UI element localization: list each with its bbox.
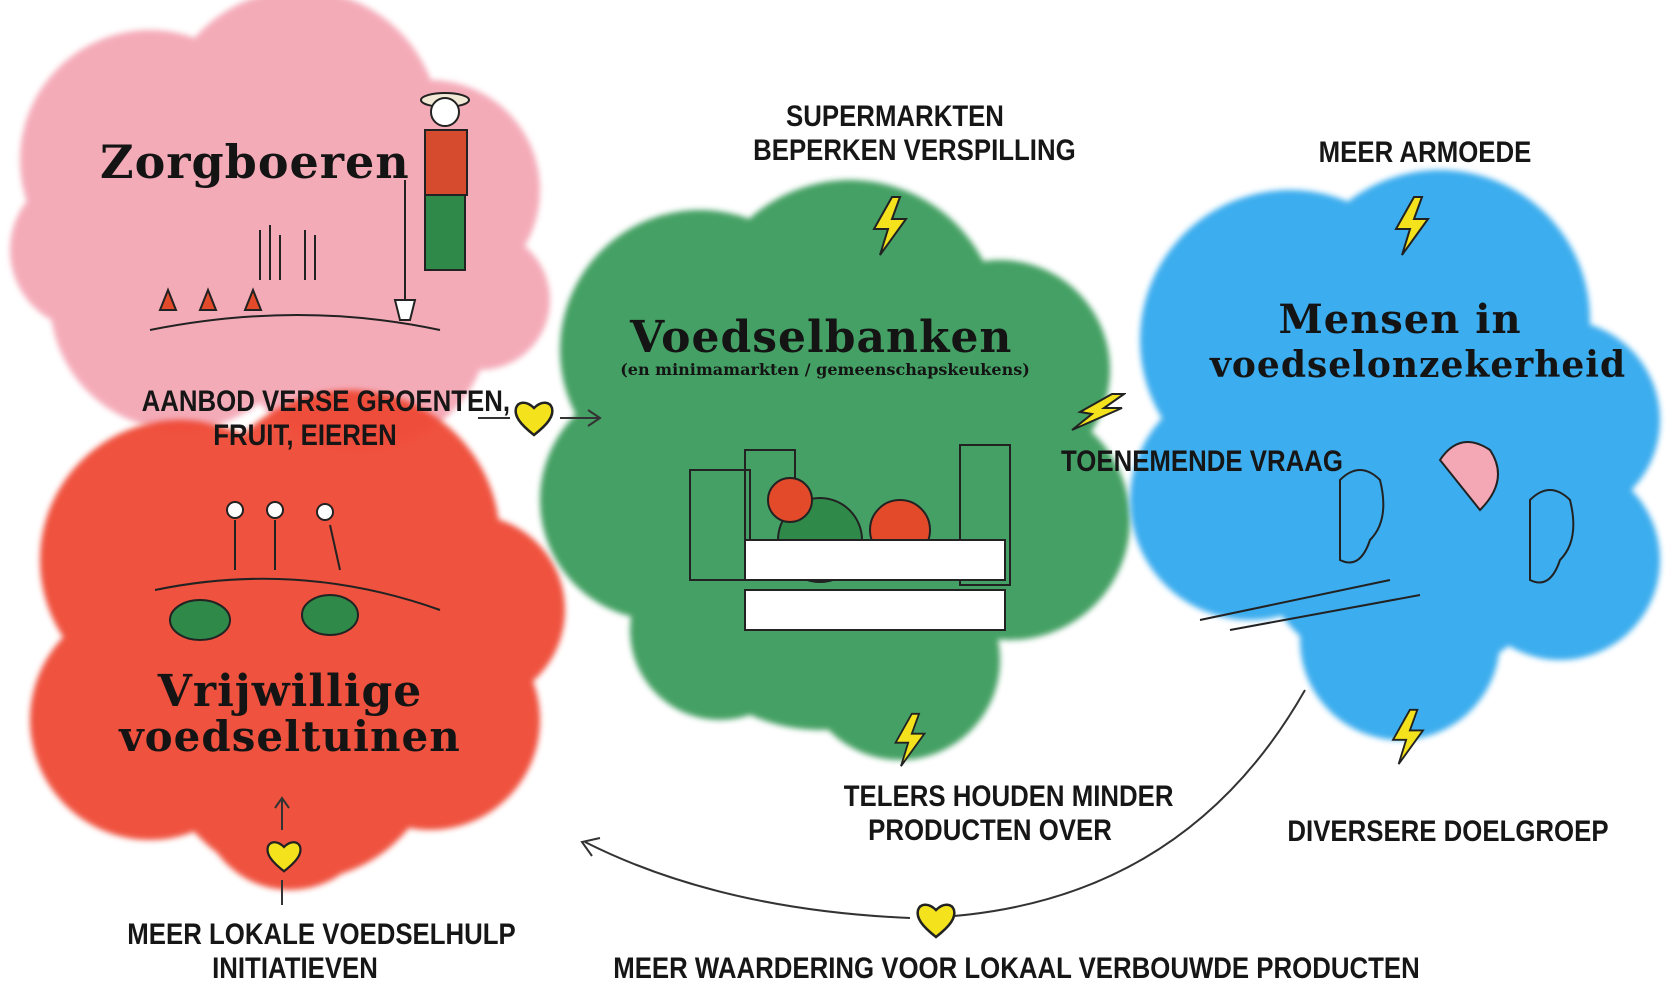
gardeners-illustration bbox=[154, 501, 441, 641]
voedselbanken-cloud bbox=[540, 180, 1130, 760]
label-doelgroep: DIVERSERE DOELGROEP bbox=[1287, 815, 1609, 849]
label-supermarkten-line2: BEPERKEN VERSPILLING bbox=[753, 134, 1076, 167]
label-armoede-line1: MEER ARMOEDE bbox=[1318, 136, 1532, 169]
crate-illustration bbox=[689, 444, 1011, 631]
label-telers-line1: TELERS HOUDEN MINDER bbox=[843, 780, 1174, 813]
lightning-icon bbox=[1394, 196, 1430, 256]
label-waardering: MEER WAARDERING VOOR LOKAAL VERBOUWDE PR… bbox=[613, 952, 1420, 986]
voedselbanken-title: Voedselbanken bbox=[630, 312, 1013, 363]
heart-icon bbox=[266, 841, 302, 873]
heart-icon bbox=[514, 401, 554, 437]
lightning-icon bbox=[872, 196, 908, 256]
label-lokale-line2: INITIATIEVEN bbox=[212, 952, 378, 985]
voedselbanken-subtitle: (en minimamarkten / gemeenschapskeukens) bbox=[620, 360, 1030, 379]
lightning-icon bbox=[1071, 393, 1126, 431]
label-aanbod-line2: FRUIT, EIEREN bbox=[213, 419, 397, 452]
farmer-illustration bbox=[393, 92, 470, 321]
vrijwillige-cloud bbox=[30, 390, 565, 890]
label-aanbod: AANBOD VERSE GROENTEN, FRUIT, EIEREN bbox=[141, 385, 511, 453]
label-telers-line2: PRODUCTEN OVER bbox=[868, 814, 1112, 847]
vrijwillige-title-line2: voedseltuinen bbox=[119, 712, 461, 761]
mensen-title-line1: Mensen in bbox=[1278, 296, 1522, 343]
zorgboeren-cloud bbox=[10, 0, 550, 450]
mensen-cloud bbox=[1130, 170, 1660, 740]
label-telers: TELERS HOUDEN MINDER PRODUCTEN OVER bbox=[843, 780, 1174, 848]
mensen-title-line2: voedselonzekerheid bbox=[1210, 344, 1627, 386]
vrijwillige-title-line1: Vrijwillige bbox=[157, 666, 423, 717]
label-armoede: MEER ARMOEDE bbox=[1309, 136, 1541, 170]
label-waardering-line1: MEER WAARDERING VOOR LOKAAL VERBOUWDE PR… bbox=[613, 952, 1420, 985]
label-aanbod-line1: AANBOD VERSE GROENTEN, bbox=[141, 385, 511, 418]
label-lokale: MEER LOKALE VOEDSELHULP INITIATIEVEN bbox=[127, 918, 516, 986]
label-supermarkten: SUPERMARKTEN BEPERKEN VERSPILLING bbox=[753, 100, 1076, 168]
connector-arrows bbox=[274, 409, 1306, 919]
garden-rows-illustration bbox=[149, 225, 441, 331]
heart-icon bbox=[916, 903, 956, 939]
label-lokale-line1: MEER LOKALE VOEDSELHULP bbox=[127, 918, 516, 951]
label-doelgroep-line1: DIVERSERE DOELGROEP bbox=[1287, 815, 1609, 848]
lightning-icon bbox=[1391, 708, 1425, 765]
label-vraag-line1: TOENEMENDE VRAAG bbox=[1061, 445, 1343, 478]
label-supermarkten-line1: SUPERMARKTEN bbox=[786, 100, 1004, 133]
label-vraag: TOENEMENDE VRAAG bbox=[1061, 445, 1343, 479]
people-illustration bbox=[1199, 441, 1575, 631]
zorgboeren-title: Zorgboeren bbox=[100, 135, 410, 189]
lightning-icon bbox=[894, 712, 927, 767]
